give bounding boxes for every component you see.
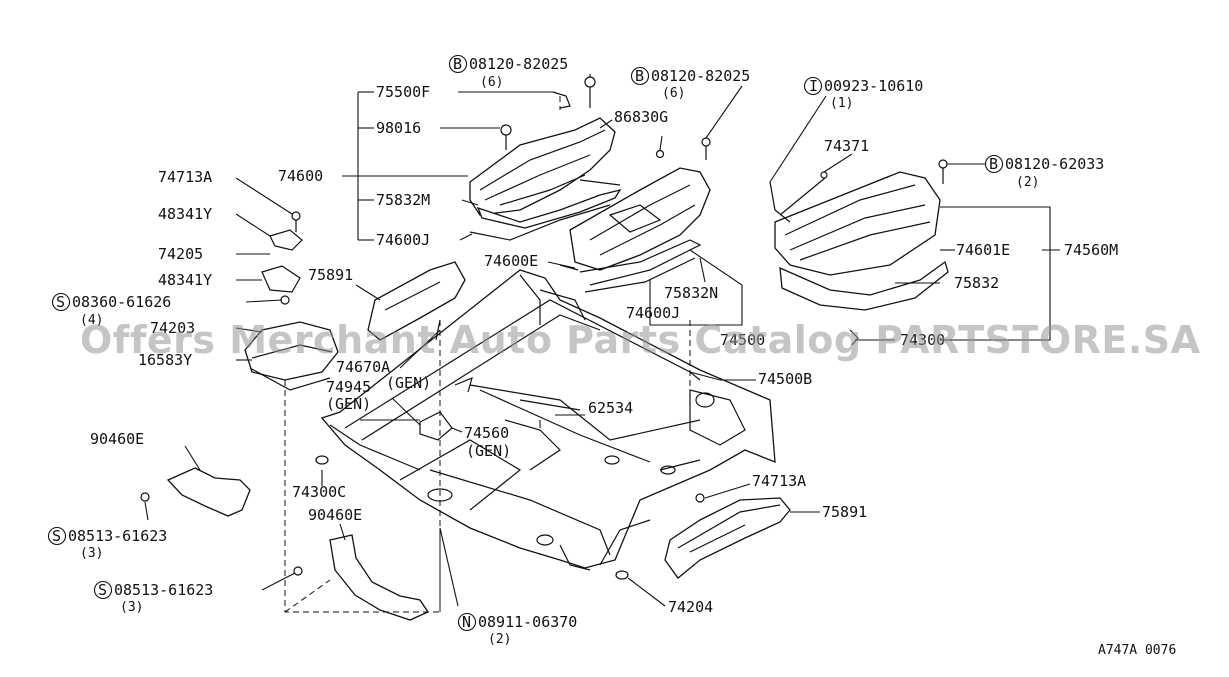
label-74560: 74560 xyxy=(464,424,509,442)
part-code: 08120-82025 xyxy=(651,67,750,85)
parts-geometry xyxy=(140,76,949,621)
label-98016: 98016 xyxy=(376,119,421,137)
reference-dashed-lines xyxy=(284,96,691,613)
part-qty: (3) xyxy=(80,546,103,561)
bolt-symbol: B xyxy=(989,155,998,173)
screw-symbol: S xyxy=(98,581,107,599)
label-74600J: 74600J xyxy=(376,231,430,249)
label-gen-2: (GEN) xyxy=(326,395,371,413)
label-75891-b: 75891 xyxy=(822,503,867,521)
leader-lines xyxy=(144,74,1060,607)
label-75832N: 75832N xyxy=(664,284,718,302)
part-labels: 75500F 98016 74600 75832M 74600J 74600E … xyxy=(90,83,1176,658)
label-74205: 74205 xyxy=(158,245,203,263)
bolt-symbol: B xyxy=(453,55,462,73)
fastener-callout-b3: B 08120-62033 (2) xyxy=(984,154,1104,190)
screw-symbol: I xyxy=(809,77,818,95)
part-qty: (6) xyxy=(662,86,685,101)
fastener-callout-s2: S 08513-61623 (3) xyxy=(47,526,167,561)
part-qty: (2) xyxy=(1016,175,1039,190)
label-74600E: 74600E xyxy=(484,252,538,270)
label-74600J-b: 74600J xyxy=(626,304,680,322)
label-74600: 74600 xyxy=(278,167,323,185)
screw-symbol: S xyxy=(56,293,65,311)
label-74300C: 74300C xyxy=(292,483,346,501)
label-74670A: 74670A xyxy=(336,358,390,376)
label-75500F: 75500F xyxy=(376,83,430,101)
fastener-callout-s1: S 08360-61626 (4) xyxy=(51,292,171,328)
label-90460E: 90460E xyxy=(90,430,144,448)
shield-75891-right-drawing xyxy=(615,493,791,580)
part-code: 08513-61623 xyxy=(114,581,213,599)
label-48341Y-b: 48341Y xyxy=(158,271,212,289)
part-qty: (6) xyxy=(480,75,503,90)
diagram-code: A747A 0076 xyxy=(1098,643,1176,658)
part-qty: (4) xyxy=(80,313,103,328)
part-code: 08911-06370 xyxy=(478,613,577,631)
part-qty: (3) xyxy=(120,600,143,615)
label-75832: 75832 xyxy=(954,274,999,292)
label-gen-3: (GEN) xyxy=(466,442,511,460)
label-75832M: 75832M xyxy=(376,191,430,209)
shield-74500-drawing xyxy=(559,167,711,293)
shield-74560M-drawing xyxy=(769,159,949,346)
label-62534: 62534 xyxy=(588,399,633,417)
fastener-callout-b2: B 08120-82025 (6) xyxy=(630,66,750,101)
label-74300: 74300 xyxy=(900,331,945,349)
nut-symbol: N xyxy=(462,613,471,631)
label-86830G: 86830G xyxy=(614,108,668,126)
label-74203: 74203 xyxy=(150,319,195,337)
label-74500: 74500 xyxy=(720,331,765,349)
label-75891: 75891 xyxy=(308,266,353,284)
label-74713A-b: 74713A xyxy=(752,472,806,490)
label-74601E: 74601E xyxy=(956,241,1010,259)
part-code: 08120-62033 xyxy=(1005,155,1104,173)
part-code: 08120-82025 xyxy=(469,55,568,73)
shield-74600-drawing xyxy=(469,76,711,241)
part-code: 00923-10610 xyxy=(824,77,923,95)
label-74204: 74204 xyxy=(668,598,713,616)
label-48341Y: 48341Y xyxy=(158,205,212,223)
bolt-symbol: B xyxy=(635,67,644,85)
part-code: 08360-61626 xyxy=(72,293,171,311)
label-74945: 74945 xyxy=(326,378,371,396)
label-74713A: 74713A xyxy=(158,168,212,186)
part-qty: (1) xyxy=(830,96,853,111)
label-gen-1: (GEN) xyxy=(386,374,431,392)
floor-panel-drawing xyxy=(320,269,776,571)
label-74500B: 74500B xyxy=(758,370,812,388)
part-code: 08513-61623 xyxy=(68,527,167,545)
label-90460E-b: 90460E xyxy=(308,506,362,524)
fastener-callout-s3: S 08513-61623 (3) xyxy=(93,580,213,615)
label-16583Y: 16583Y xyxy=(138,351,192,369)
part-qty: (2) xyxy=(488,632,511,647)
fastener-callout-i1: I 00923-10610 (1) xyxy=(803,76,923,111)
label-74560M: 74560M xyxy=(1064,241,1118,259)
fastener-callout-b1: B 08120-82025 (6) xyxy=(448,54,568,90)
screw-symbol: S xyxy=(52,527,61,545)
left-component-drawings xyxy=(244,211,473,465)
fastener-callout-n1: N 08911-06370 (2) xyxy=(457,612,577,647)
label-74371: 74371 xyxy=(824,137,869,155)
lower-left-brackets-drawing xyxy=(140,467,429,621)
